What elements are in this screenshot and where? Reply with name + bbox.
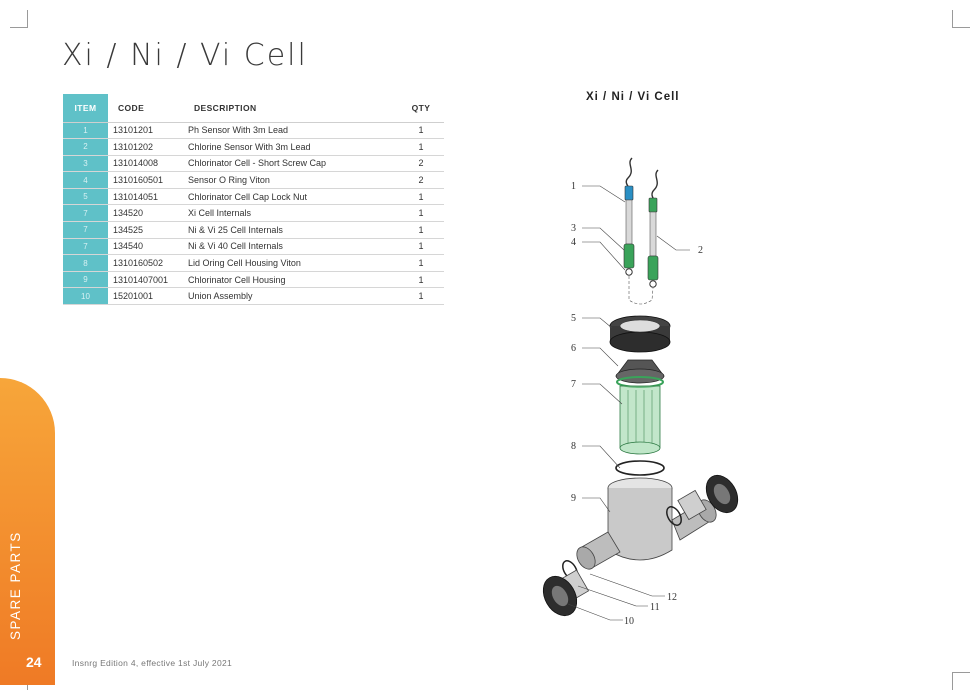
side-tab (0, 378, 55, 685)
table-row: 9 13101407001 Chlorinator Cell Housing 1 (63, 271, 444, 289)
row-qty: 2 (398, 171, 444, 189)
callout-4: 4 (571, 237, 576, 248)
row-qty: 1 (398, 287, 444, 306)
callout-10: 10 (624, 616, 634, 627)
callout-12: 12 (667, 592, 677, 603)
row-item: 4 (63, 171, 108, 189)
row-item: 7 (63, 238, 108, 256)
cell-housing-illustration (576, 477, 717, 570)
row-description: Chlorine Sensor With 3m Lead (188, 138, 398, 156)
table-row: 2 13101202 Chlorine Sensor With 3m Lead … (63, 138, 444, 156)
row-qty: 2 (398, 155, 444, 173)
header-item: ITEM (63, 94, 108, 123)
row-description: Ni & Vi 25 Cell Internals (188, 221, 398, 239)
page-number: 24 (26, 654, 42, 670)
row-code: 134525 (108, 221, 188, 239)
parts-table: ITEM CODE DESCRIPTION QTY 1 13101201 Ph … (63, 94, 444, 306)
row-item: 7 (63, 221, 108, 239)
row-code: 131014008 (108, 155, 188, 173)
row-description: Ph Sensor With 3m Lead (188, 122, 398, 140)
row-item: 7 (63, 204, 108, 223)
page-title: Xi / Ni / Vi Cell (62, 38, 308, 73)
row-description: Sensor O Ring Viton (188, 171, 398, 189)
callout-3: 3 (571, 223, 576, 234)
row-qty: 1 (398, 271, 444, 289)
row-qty: 1 (398, 138, 444, 156)
row-code: 134520 (108, 204, 188, 223)
row-item: 9 (63, 271, 108, 289)
row-code: 1310160501 (108, 171, 188, 189)
row-code: 13101407001 (108, 271, 188, 289)
row-item: 2 (63, 138, 108, 156)
row-description: Ni & Vi 40 Cell Internals (188, 238, 398, 256)
row-qty: 1 (398, 254, 444, 272)
lid-oring-illustration (615, 460, 665, 476)
callout-6: 6 (571, 343, 576, 354)
crop-mark-top-right (952, 10, 970, 28)
row-description: Union Assembly (188, 287, 398, 306)
row-code: 13101202 (108, 138, 188, 156)
table-row: 4 1310160501 Sensor O Ring Viton 2 (63, 171, 444, 189)
row-code: 131014051 (108, 188, 188, 206)
table-row: 7 134540 Ni & Vi 40 Cell Internals 1 (63, 238, 444, 256)
row-code: 134540 (108, 238, 188, 256)
callout-9: 9 (571, 493, 576, 504)
row-item: 3 (63, 155, 108, 173)
right-union-illustration (666, 474, 739, 526)
callout-5: 5 (571, 313, 576, 324)
row-qty: 1 (398, 221, 444, 239)
row-item: 5 (63, 188, 108, 206)
row-code: 13101201 (108, 122, 188, 140)
cell-internals-illustration (619, 385, 661, 455)
callout-7: 7 (571, 379, 576, 390)
chlorine-sensor-illustration (647, 169, 659, 288)
footer-text: Insnrg Edition 4, effective 1st July 202… (72, 658, 233, 668)
exploded-diagram: 1 2 3 4 5 6 7 8 9 10 11 12 (542, 157, 739, 627)
header-qty: QTY (398, 94, 444, 123)
table-row: 5 131014051 Chlorinator Cell Cap Lock Nu… (63, 188, 444, 206)
header-code: CODE (108, 94, 188, 123)
row-qty: 1 (398, 204, 444, 223)
row-code: 1310160502 (108, 254, 188, 272)
row-qty: 1 (398, 122, 444, 140)
section-label: SPARE PARTS (8, 531, 23, 640)
row-description: Chlorinator Cell - Short Screw Cap (188, 155, 398, 173)
left-union-illustration (542, 560, 590, 617)
row-description: Xi Cell Internals (188, 204, 398, 223)
screw-cap-illustration (615, 359, 665, 388)
callout-11: 11 (650, 602, 660, 613)
table-row: 7 134520 Xi Cell Internals 1 (63, 204, 444, 223)
table-row: 3 131014008 Chlorinator Cell - Short Scr… (63, 155, 444, 173)
table-row: 7 134525 Ni & Vi 25 Cell Internals 1 (63, 221, 444, 239)
row-qty: 1 (398, 188, 444, 206)
row-item: 8 (63, 254, 108, 272)
ph-sensor-illustration (623, 157, 635, 276)
callout-1: 1 (571, 181, 576, 192)
row-description: Lid Oring Cell Housing Viton (188, 254, 398, 272)
row-code: 15201001 (108, 287, 188, 306)
table-row: 10 15201001 Union Assembly 1 (63, 287, 444, 306)
crop-mark-bottom-right (952, 672, 970, 690)
header-description: DESCRIPTION (188, 94, 398, 123)
row-description: Chlorinator Cell Housing (188, 271, 398, 289)
callout-2: 2 (698, 245, 703, 256)
row-item: 1 (63, 122, 108, 140)
callout-8: 8 (571, 441, 576, 452)
leader-lines (567, 185, 690, 621)
row-description: Chlorinator Cell Cap Lock Nut (188, 188, 398, 206)
diagram-title: Xi / Ni / Vi Cell (586, 91, 680, 103)
lock-nut-illustration (609, 315, 671, 353)
table-header-row: ITEM CODE DESCRIPTION QTY (63, 94, 444, 123)
table-row: 1 13101201 Ph Sensor With 3m Lead 1 (63, 122, 444, 140)
crop-mark-top-left (10, 10, 28, 28)
table-row: 8 1310160502 Lid Oring Cell Housing Vito… (63, 254, 444, 272)
row-item: 10 (63, 287, 108, 306)
row-qty: 1 (398, 238, 444, 256)
